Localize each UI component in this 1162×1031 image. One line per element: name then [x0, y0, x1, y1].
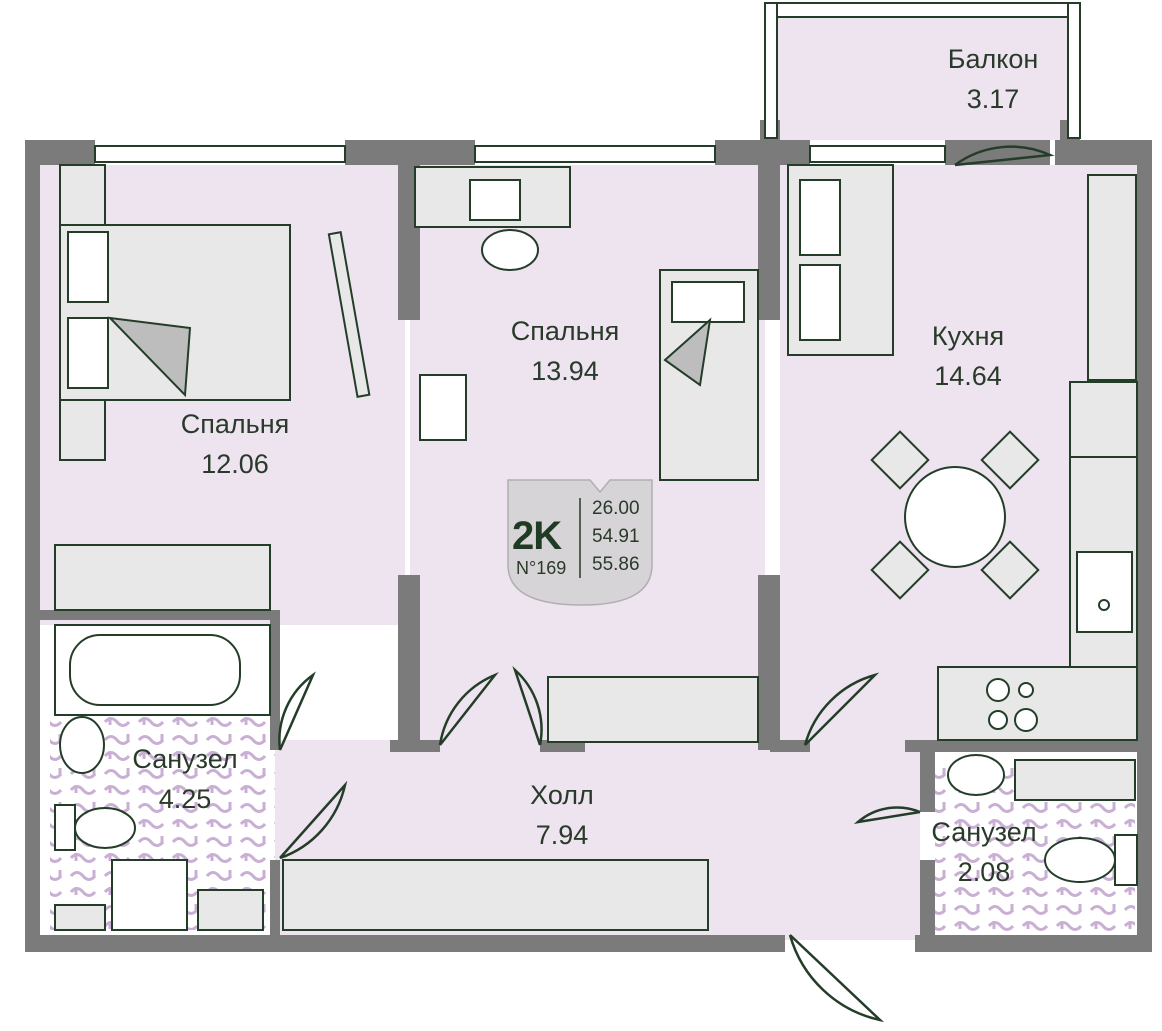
- room-name: Санузел: [132, 744, 238, 774]
- room-area: 12.06: [201, 449, 269, 479]
- room-label-balcony: Балкон 3.17: [913, 39, 1073, 119]
- living-area: 26.00: [592, 498, 640, 519]
- room-area: 2.08: [957, 857, 1011, 887]
- room-area: 3.17: [966, 84, 1020, 114]
- apartment-type: 2K: [512, 514, 562, 558]
- room-label-bedroom-center: Спальня 13.94: [485, 311, 645, 391]
- windows: [94, 2, 1081, 163]
- room-name: Спальня: [180, 409, 290, 439]
- room-name: Холл: [530, 780, 594, 810]
- furniture: [54, 164, 1138, 931]
- room-name: Санузел: [931, 817, 1037, 847]
- total-area: 54.91: [592, 526, 640, 547]
- room-label-bathroom-right: Санузел 2.08: [904, 812, 1064, 892]
- doors: [278, 145, 1055, 1023]
- room-name: Кухня: [931, 321, 1005, 351]
- room-area: 4.25: [158, 784, 212, 814]
- apartment-number: N°169: [516, 558, 567, 578]
- room-label-hall: Холл 7.94: [482, 775, 642, 855]
- room-name: Балкон: [947, 44, 1039, 74]
- room-label-bedroom-left: Спальня 12.06: [155, 404, 315, 484]
- room-label-bathroom-left: Санузел 4.25: [105, 739, 265, 819]
- area-with-balcony: 55.86: [592, 554, 640, 575]
- room-area: 14.64: [934, 361, 1002, 391]
- room-name: Спальня: [510, 316, 620, 346]
- room-label-kitchen: Кухня 14.64: [888, 316, 1048, 396]
- room-area: 13.94: [531, 356, 599, 386]
- room-area: 7.94: [535, 820, 589, 850]
